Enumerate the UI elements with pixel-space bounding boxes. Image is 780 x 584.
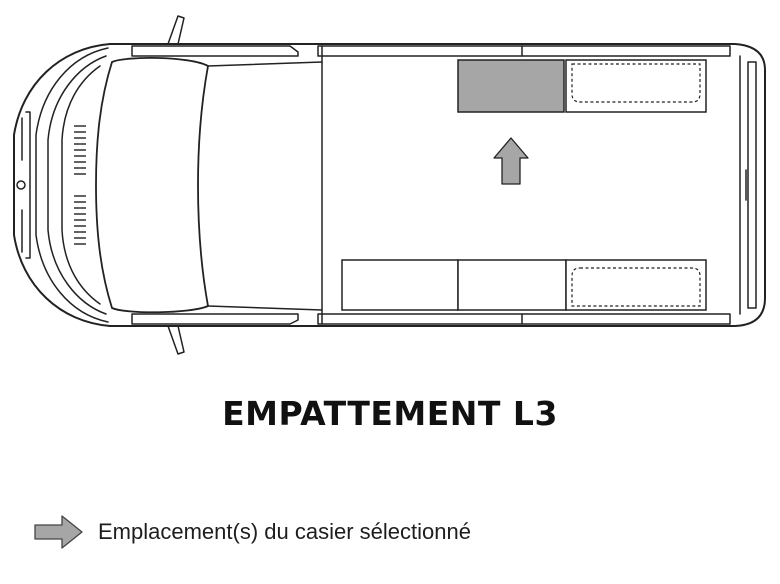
- hood-line: [35, 47, 109, 323]
- van-top-view: [13, 15, 766, 355]
- mirror-bottom: [167, 325, 185, 355]
- cab-top-edge: [207, 61, 323, 67]
- side-rail-bottom: [131, 313, 299, 325]
- compartment-bottom-right-inset: [571, 267, 701, 307]
- hood-line: [47, 55, 107, 315]
- legend-label: Emplacement(s) du casier sélectionné: [98, 519, 471, 544]
- grey-arrow-right-icon: [34, 515, 83, 549]
- side-rail-top: [131, 45, 299, 57]
- windshield: [95, 57, 209, 314]
- diagram-title: EMPATTEMENT L3: [222, 394, 558, 433]
- compartment-bottom-left[interactable]: [341, 259, 459, 311]
- hood-line: [61, 65, 101, 305]
- direction-arrow-icon: [493, 137, 529, 185]
- bumper-detail: [25, 111, 31, 259]
- cab-bottom-edge: [207, 305, 323, 311]
- van-body-outline: [13, 43, 766, 327]
- compartment-top-right[interactable]: [565, 59, 707, 113]
- compartment-bottom-middle[interactable]: [457, 259, 567, 311]
- compartment-top-left[interactable]: [457, 59, 565, 113]
- side-rail-top: [317, 45, 731, 57]
- mirror-top: [167, 15, 185, 45]
- grille: [74, 125, 86, 245]
- compartment-top-right-inset: [571, 63, 701, 103]
- side-rail-bottom: [317, 313, 731, 325]
- emblem: [16, 180, 26, 190]
- rear-door: [747, 61, 757, 309]
- legend: Emplacement(s) du casier sélectionné: [34, 514, 471, 550]
